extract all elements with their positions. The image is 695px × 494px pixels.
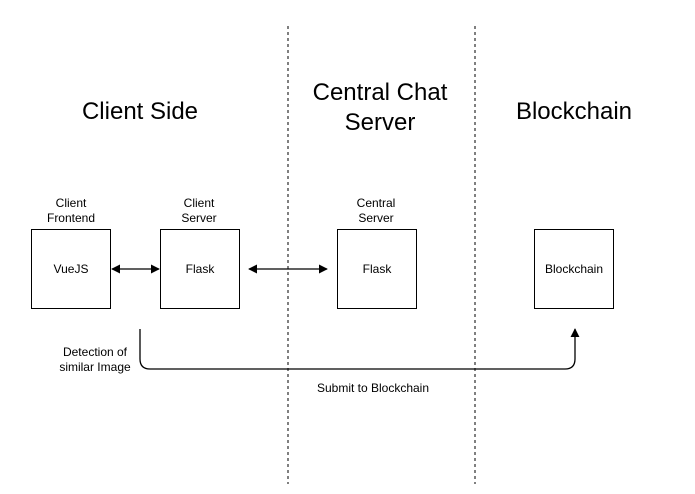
node-vuejs-label: VueJS: [53, 262, 89, 276]
edge-label-detection: Detection of similar Image: [59, 345, 131, 374]
node-blockchain: Blockchain: [534, 229, 614, 309]
edge-label-submit: Submit to Blockchain: [316, 381, 430, 395]
node-blockchain-label: Blockchain: [544, 262, 604, 276]
caption-client-server: Client Server: [181, 196, 217, 225]
edge-submit-to-blockchain: [139, 328, 580, 370]
section-title-central-chat-server: Central Chat Server: [312, 79, 448, 136]
node-client-flask-label: Flask: [185, 262, 215, 276]
caption-central-server: Central Server: [356, 196, 396, 225]
node-vuejs: VueJS: [31, 229, 111, 309]
node-central-flask: Flask: [337, 229, 417, 309]
caption-client-frontend: Client Frontend: [46, 196, 96, 225]
node-central-flask-label: Flask: [362, 262, 392, 276]
node-client-flask: Flask: [160, 229, 240, 309]
section-title-blockchain: Blockchain: [515, 98, 633, 125]
section-title-client-side: Client Side: [81, 98, 199, 125]
